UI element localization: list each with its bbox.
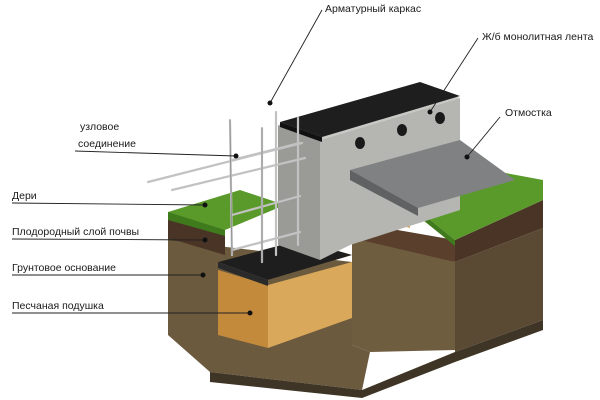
label-blind-area: Отмостка — [505, 107, 552, 119]
label-topsoil: Плодородный слой почвы — [12, 226, 139, 238]
label-rebar-cage: Арматурный каркас — [325, 3, 421, 15]
label-node-line2: соединение — [78, 138, 136, 150]
blind-area — [350, 140, 515, 216]
label-ground-base: Грунтовое основание — [12, 262, 116, 274]
label-node-line1: узловое — [80, 121, 119, 133]
label-sand-cushion: Песчаная подушка — [12, 300, 104, 312]
turf-layer — [168, 172, 543, 246]
leader-lines — [11, 9, 501, 316]
label-turf: Дери — [12, 190, 37, 202]
label-monolithic-strip: Ж/б монолитная лента — [482, 31, 594, 43]
